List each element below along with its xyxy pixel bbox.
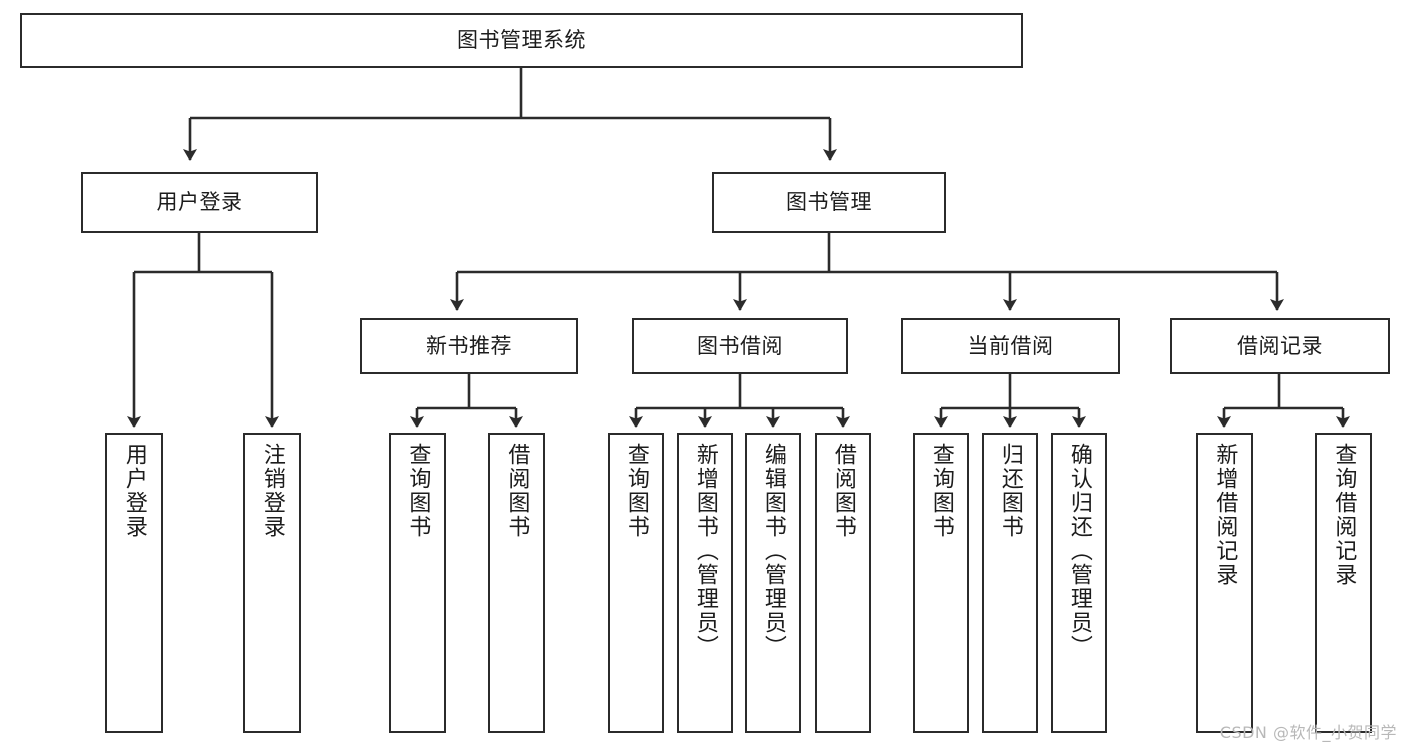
node-user-login[interactable]: 用户登录 [81,172,318,233]
node-label: 确认归还（管理员） [1066,443,1092,659]
node-root-book-management-system[interactable]: 图书管理系统 [20,13,1023,68]
node-label: 归还图书 [997,443,1023,539]
node-label: 图书管理系统 [457,28,586,53]
node-label: 注销登录 [259,443,285,539]
node-label: 查询图书 [405,443,431,539]
leaf-current-borrow-return-book[interactable]: 归还图书 [982,433,1038,733]
csdn-watermark: CSDN @软件_小贺同学 [1219,723,1397,742]
node-label: 查询借阅记录 [1331,443,1357,587]
leaf-current-borrow-confirm-return-admin[interactable]: 确认归还（管理员） [1051,433,1107,733]
leaf-current-borrow-query-book[interactable]: 查询图书 [913,433,969,733]
leaf-book-borrow-borrow-book[interactable]: 借阅图书 [815,433,871,733]
leaf-book-borrow-add-book-admin[interactable]: 新增图书（管理员） [677,433,733,733]
node-label: 图书管理 [786,190,872,215]
leaf-borrow-record-add-record[interactable]: 新增借阅记录 [1196,433,1253,733]
node-label: 用户登录 [121,443,147,539]
node-label: 新书推荐 [426,333,512,358]
leaf-user-login-login[interactable]: 用户登录 [105,433,163,733]
node-label: 图书借阅 [697,333,783,358]
node-label: 新增借阅记录 [1212,443,1238,587]
leaf-book-borrow-query-book[interactable]: 查询图书 [608,433,664,733]
leaf-book-borrow-edit-book-admin[interactable]: 编辑图书（管理员） [745,433,801,733]
leaf-borrow-record-query-record[interactable]: 查询借阅记录 [1315,433,1372,733]
node-label: 借阅图书 [830,443,856,539]
node-label: 新增图书（管理员） [692,443,718,659]
node-label: 借阅记录 [1237,333,1323,358]
node-new-book-recommendation[interactable]: 新书推荐 [360,318,578,374]
node-label: 查询图书 [928,443,954,539]
leaf-user-login-logout[interactable]: 注销登录 [243,433,301,733]
node-book-borrowing[interactable]: 图书借阅 [632,318,848,374]
node-label: 查询图书 [623,443,649,539]
node-current-borrowing[interactable]: 当前借阅 [901,318,1120,374]
node-book-management[interactable]: 图书管理 [712,172,946,233]
node-label: 当前借阅 [967,333,1054,358]
node-label: 用户登录 [156,190,243,215]
node-label: 编辑图书（管理员） [760,443,786,659]
leaf-new-book-query-book[interactable]: 查询图书 [389,433,446,733]
node-label: 借阅图书 [504,443,530,539]
node-borrow-records[interactable]: 借阅记录 [1170,318,1390,374]
leaf-new-book-borrow-book[interactable]: 借阅图书 [488,433,545,733]
